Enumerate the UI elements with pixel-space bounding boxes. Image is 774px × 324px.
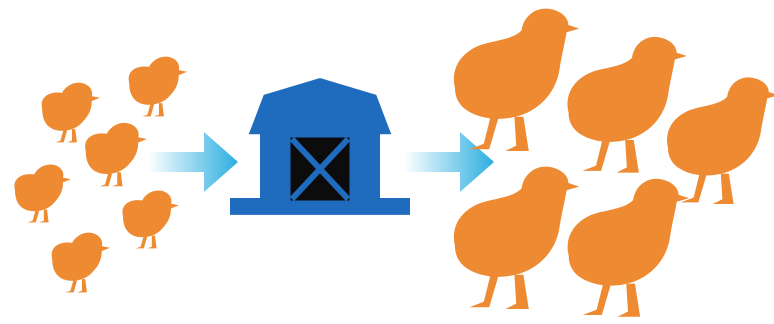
chick-icon: [42, 83, 100, 143]
chick-icon: [52, 233, 110, 293]
chick-icon: [129, 57, 187, 117]
chick-icon: [14, 164, 71, 222]
chick-icon: [85, 123, 147, 186]
arrow-right-icon: [148, 132, 238, 192]
hen-icon: [667, 77, 774, 204]
hen-icon: [568, 179, 689, 317]
hen-icon: [454, 9, 579, 151]
chicks-group: [14, 57, 187, 293]
hens-group: [454, 9, 774, 317]
barn-group: [230, 78, 410, 215]
hen-icon: [454, 167, 579, 309]
chick-icon: [122, 190, 179, 248]
arrow-right-icon: [404, 132, 494, 192]
